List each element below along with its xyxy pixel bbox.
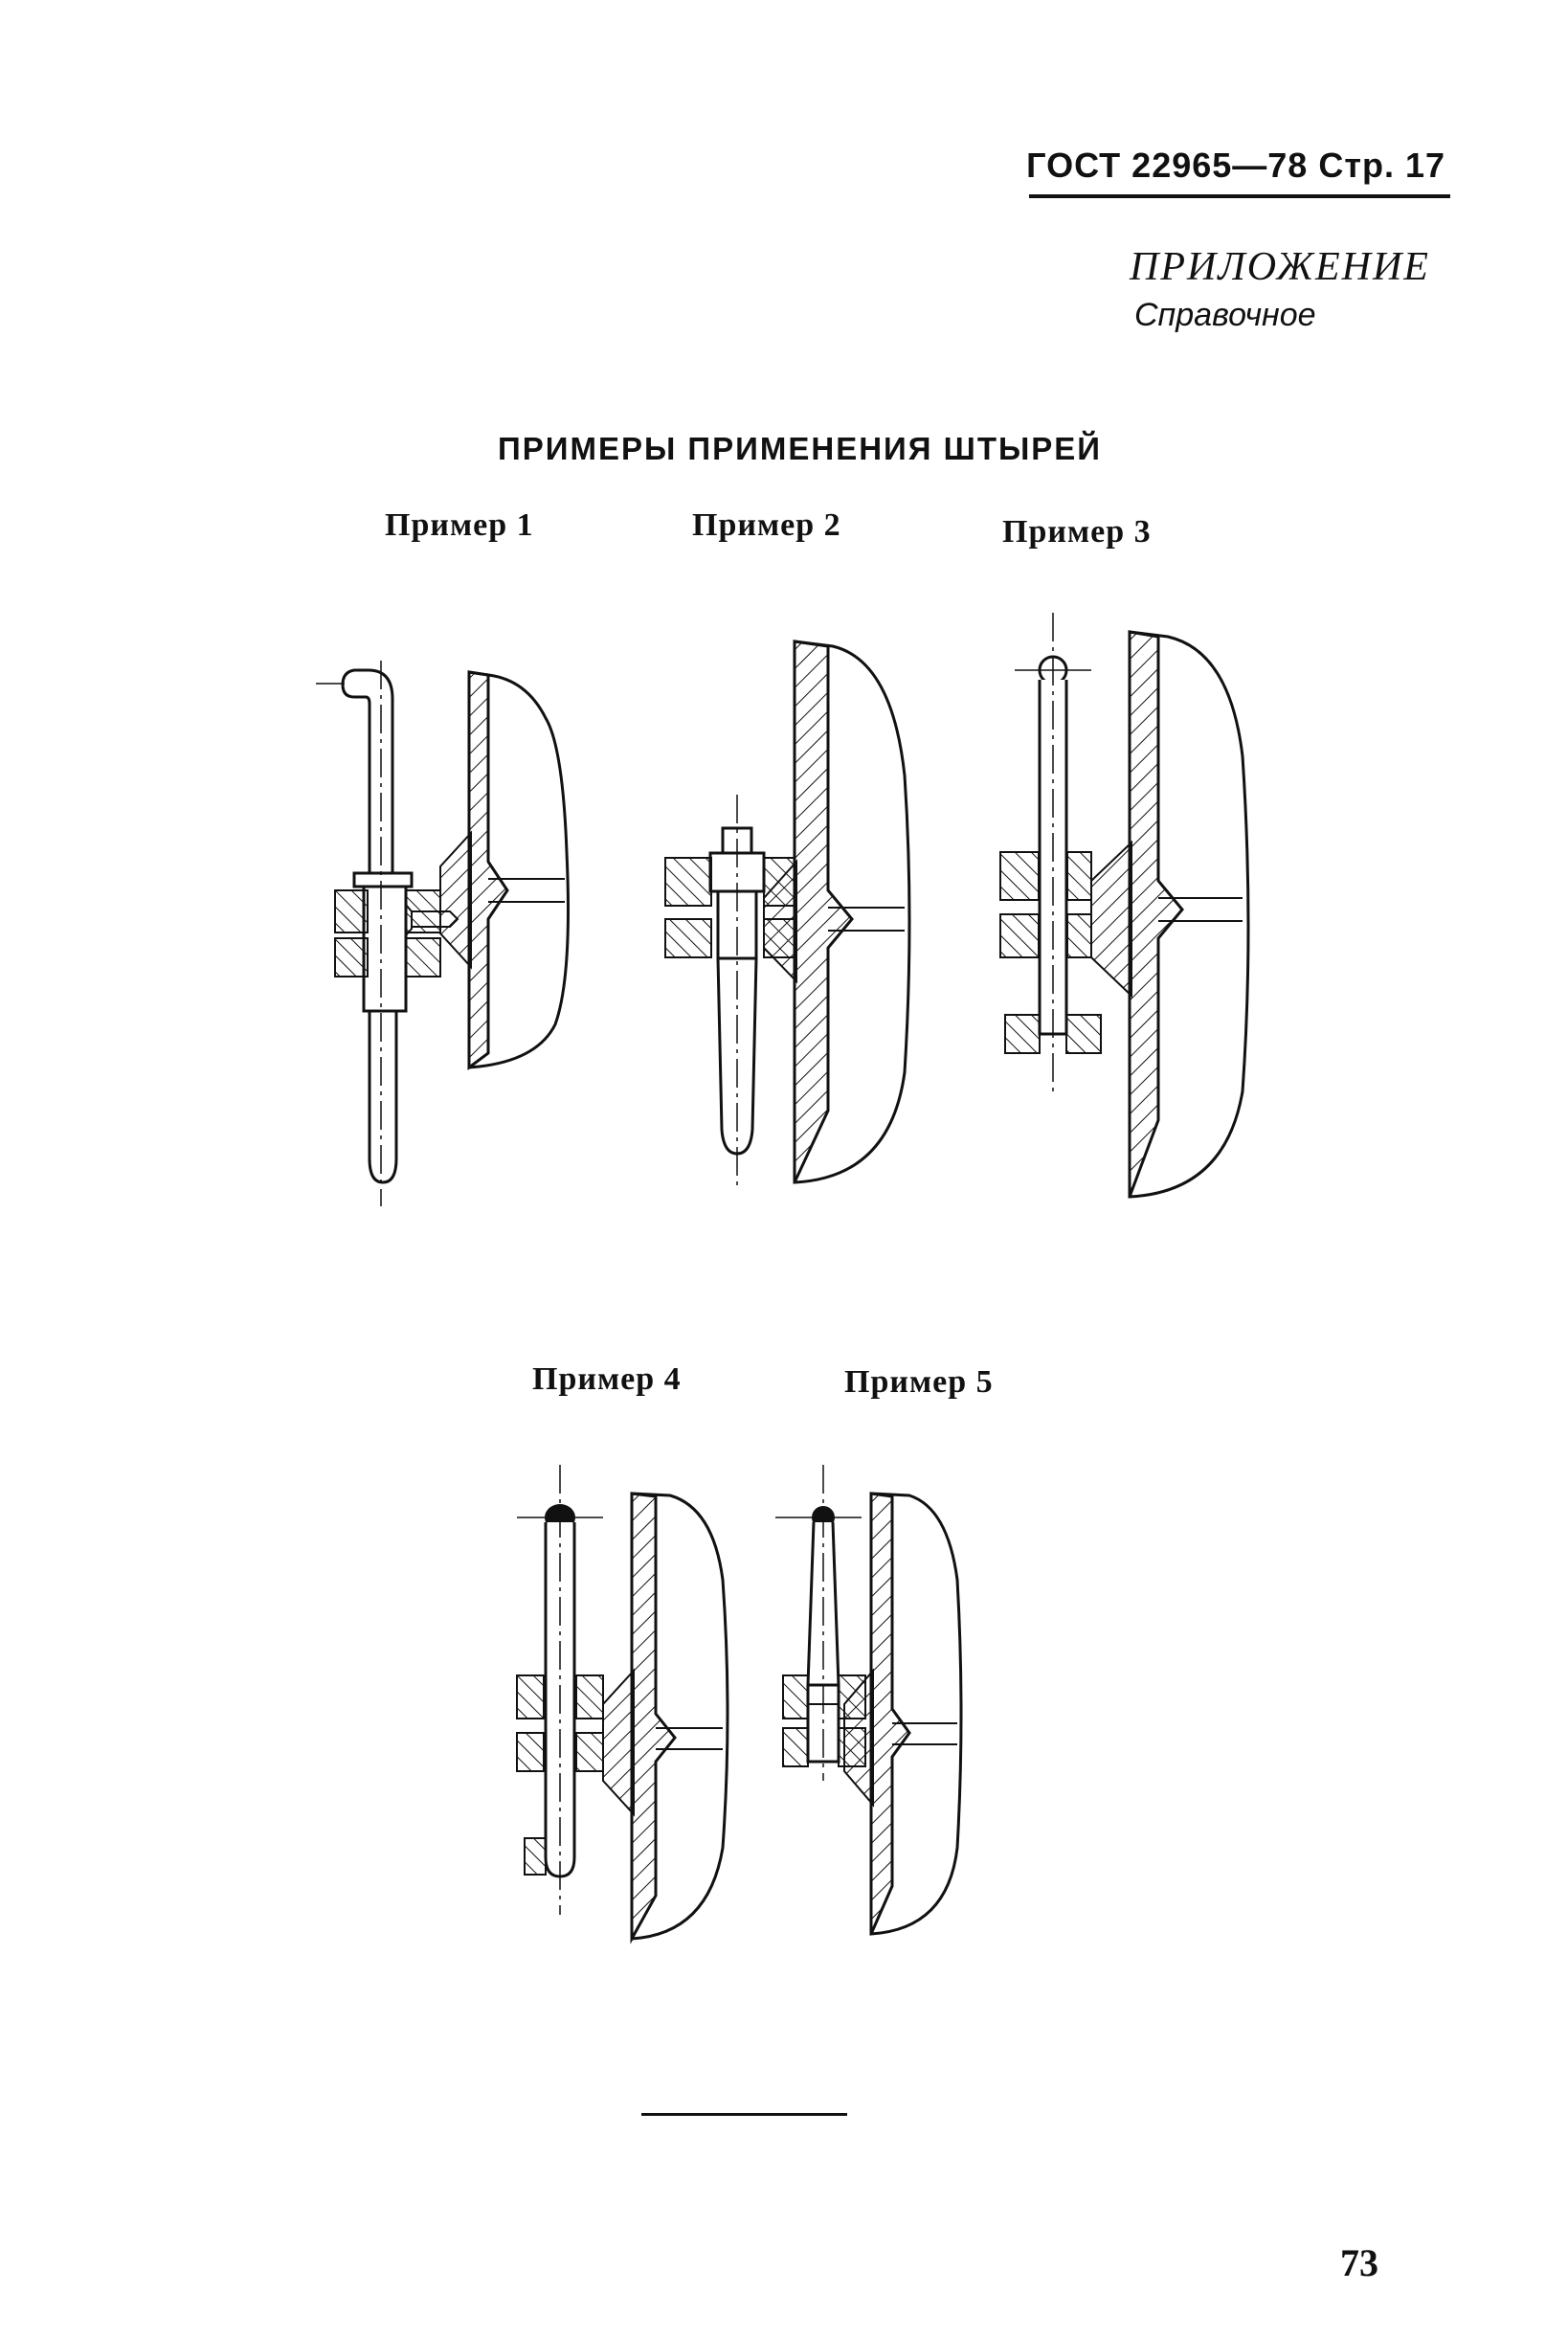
page-number: 73 bbox=[1340, 2241, 1378, 2284]
example-4-label: Пример 4 bbox=[532, 1361, 682, 1397]
example-1-drawing bbox=[316, 661, 584, 1206]
section-title: ПРИМЕРЫ ПРИМЕНЕНИЯ ШТЫРЕЙ bbox=[498, 431, 1103, 466]
document-header: ГОСТ 22965—78 Стр. 17 bbox=[1026, 146, 1445, 185]
example-4-drawing bbox=[517, 1465, 747, 1953]
example-3-drawing bbox=[986, 613, 1273, 1206]
header-rule bbox=[1029, 194, 1450, 198]
example-2-label: Пример 2 bbox=[692, 507, 841, 543]
appendix-title: ПРИЛОЖЕНИЕ bbox=[1130, 245, 1430, 289]
example-1-label: Пример 1 bbox=[385, 507, 534, 543]
example-5-drawing bbox=[775, 1465, 976, 1953]
footer-rule bbox=[641, 2113, 847, 2116]
example-2-drawing bbox=[641, 632, 919, 1206]
appendix-subtitle: Справочное bbox=[1134, 297, 1316, 333]
example-3-label: Пример 3 bbox=[1002, 514, 1152, 550]
example-5-label: Пример 5 bbox=[844, 1364, 994, 1400]
